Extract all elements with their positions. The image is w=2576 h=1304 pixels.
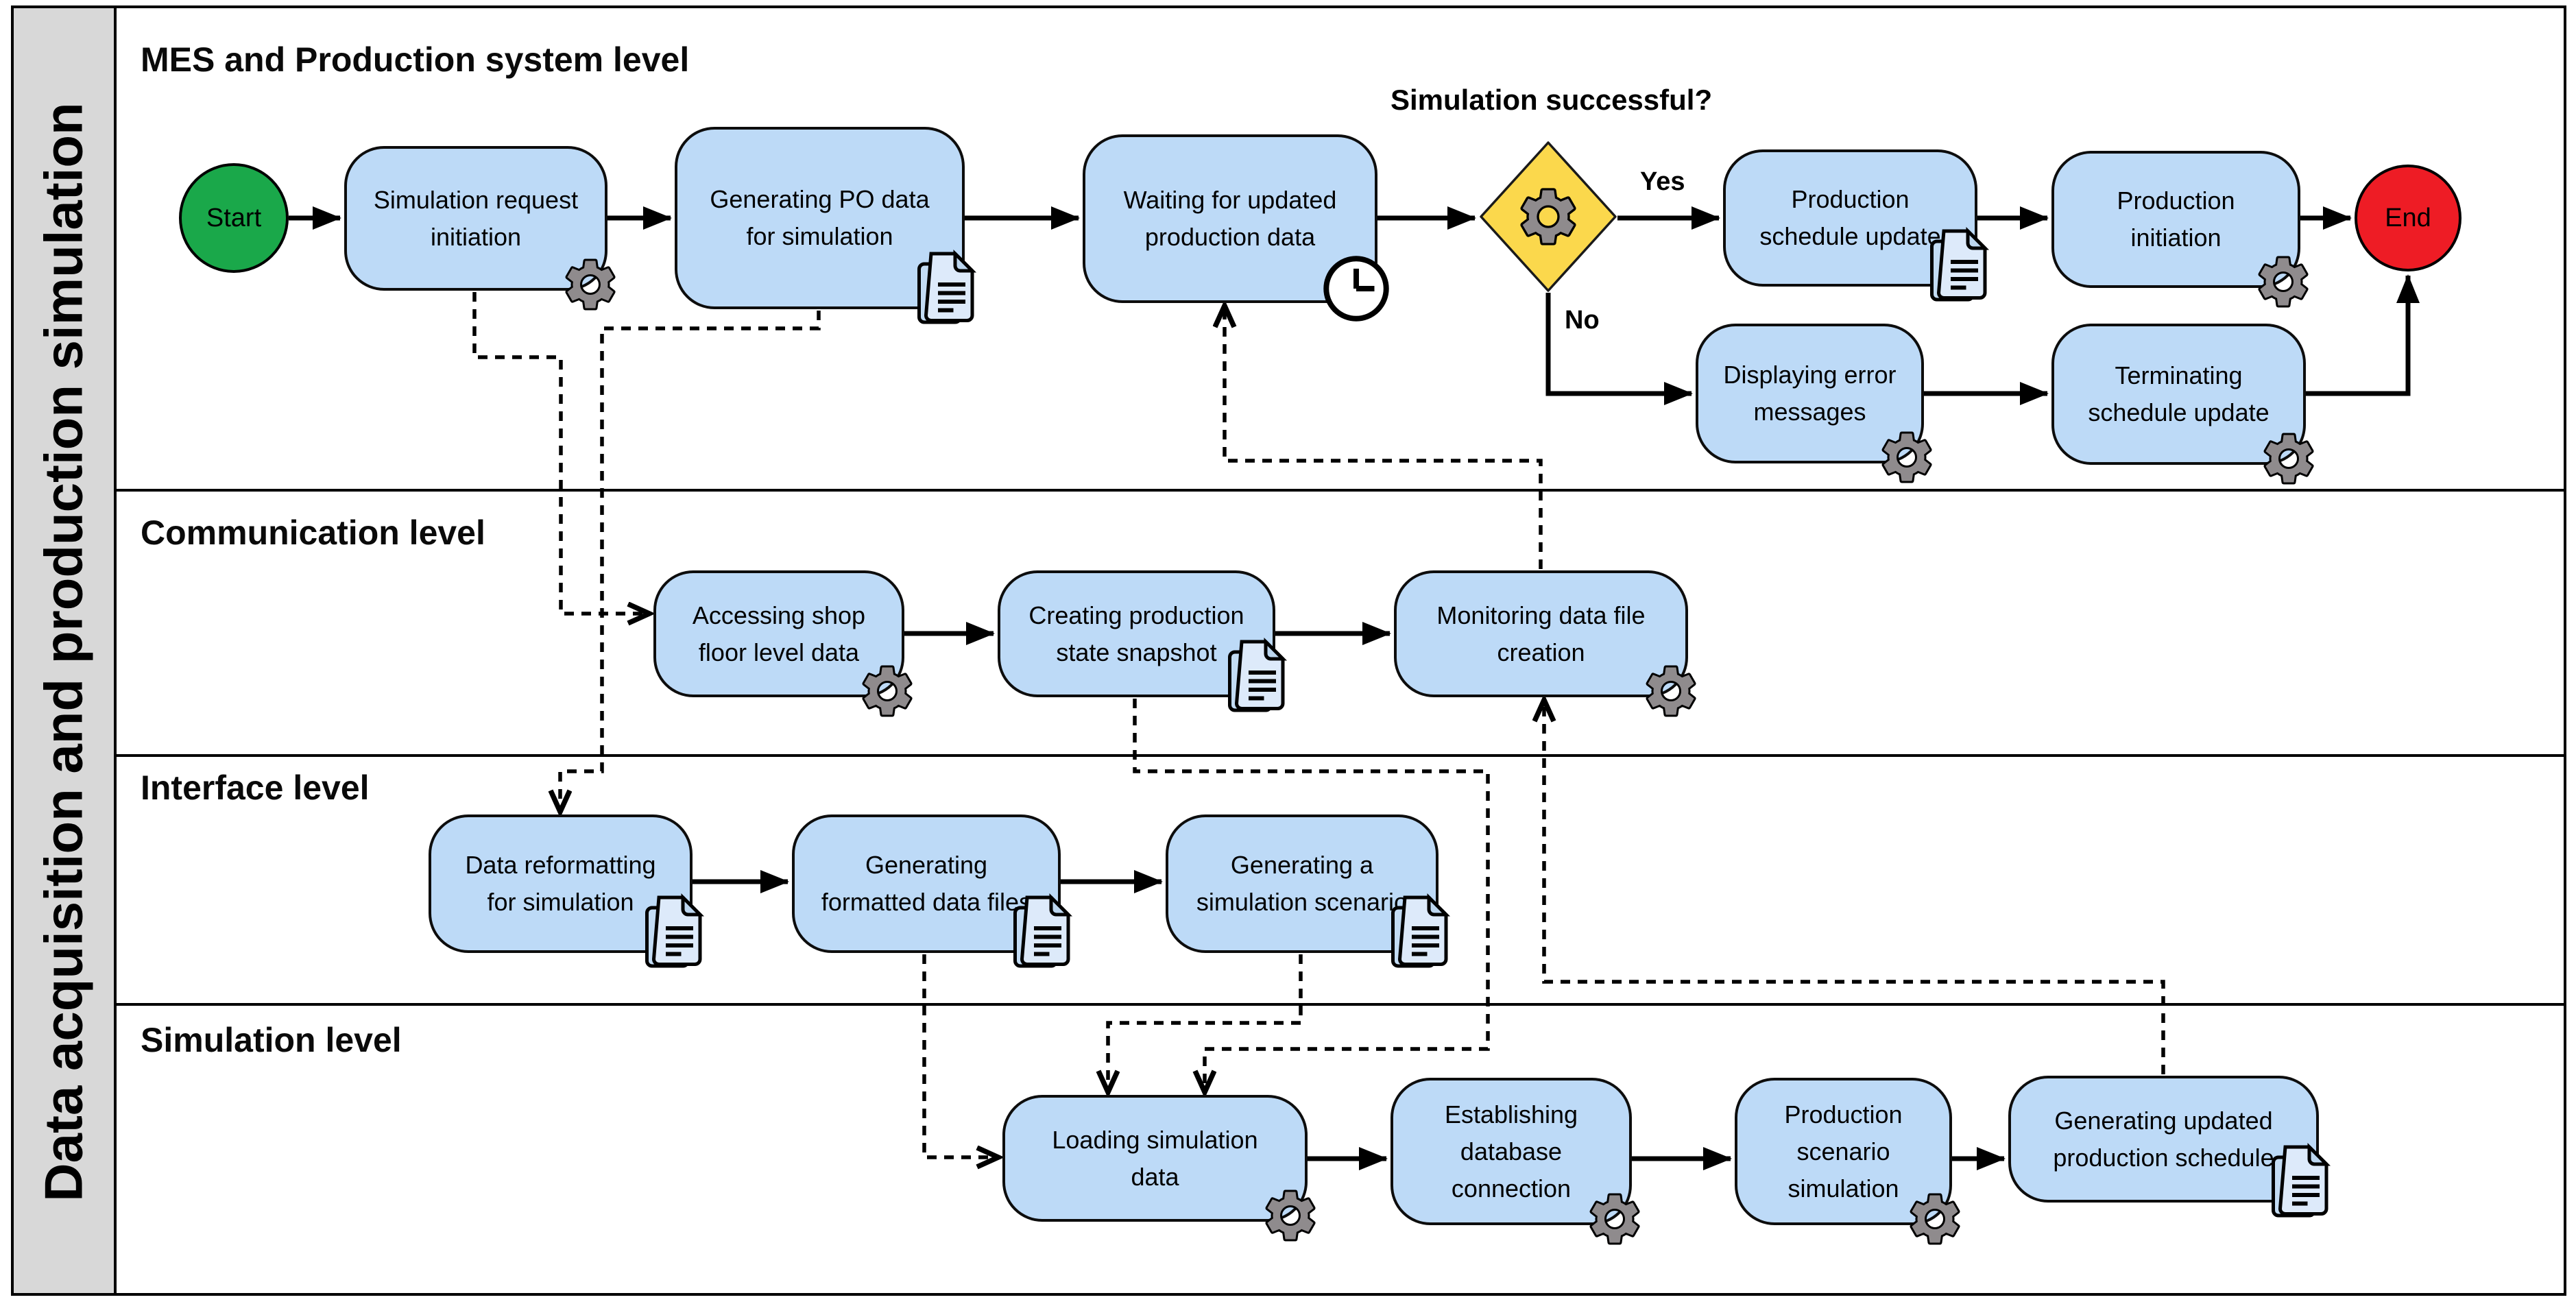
task-generating-formatted-data-files: Generating formatted data files: [792, 814, 1073, 968]
task-displaying-error-messages-label: Displaying error messages: [1723, 361, 1897, 426]
pool-title-strip: [11, 5, 117, 1296]
task-production-schedule-update-label: Production schedule update: [1759, 185, 1941, 250]
task-waiting-updated-production-data-label: Waiting for updated production data: [1123, 186, 1337, 251]
lane-label-mes: MES and Production system level: [141, 40, 690, 79]
task-displaying-error-messages: Displaying error messages: [1696, 324, 1932, 483]
task-terminating-schedule-update-label: Terminating schedule update: [2088, 361, 2270, 426]
task-monitoring-data-file-creation-label: Monitoring data file creation: [1436, 601, 1646, 666]
task-accessing-shop-floor-data: Accessing shop floor level data: [653, 570, 913, 717]
task-generating-updated-production-schedule: Generating updated production schedule: [2008, 1076, 2331, 1218]
task-production-schedule-update: Production schedule update: [1723, 149, 1990, 302]
task-production-scenario-simulation-label: Production scenario simulation: [1784, 1100, 1903, 1203]
task-generating-updated-production-schedule-label: Generating updated production schedule: [2053, 1106, 2274, 1172]
lane-label-interface: Interface level: [141, 769, 370, 807]
task-loading-simulation-data-label: Loading simulation data: [1052, 1125, 1258, 1191]
edge-task-generating-formatted-data-files-to-task-loading-simulation-data: [922, 954, 997, 1157]
lane-label-communication: Communication level: [141, 514, 485, 552]
lane-divider-mes-communication: [117, 489, 2566, 492]
lane-divider-communication-interface: [117, 754, 2566, 757]
lane-divider-interface-simulation: [117, 1003, 2566, 1006]
task-generating-formatted-data-files-label: Generating formatted data files: [821, 851, 1032, 916]
edge-task-generating-simulation-scenario-to-task-loading-simulation-data: [1108, 954, 1303, 1091]
lane-label-simulation: Simulation level: [141, 1021, 402, 1059]
task-establishing-database-connection-label: Establishing database connection: [1444, 1100, 1578, 1203]
task-generating-simulation-scenario: Generating a simulation scenario: [1166, 814, 1451, 968]
edge-task-generating-po-data-to-task-data-reformatting: [560, 311, 821, 810]
start-event-label: Start: [206, 203, 262, 232]
task-data-reformatting: Data reformatting for simulation: [429, 814, 705, 968]
gateway-simulation-successful: [1479, 141, 1617, 293]
edge-gateway-simulation-successful-to-task-displaying-error-messages: [1545, 293, 1693, 405]
edge-task-generating-updated-production-schedule-to-task-monitoring-data-file-creation: [1544, 701, 2165, 1074]
task-monitoring-data-file-creation: Monitoring data file creation: [1394, 570, 1696, 717]
task-accessing-shop-floor-data-label: Accessing shop floor level data: [692, 601, 866, 666]
edge-task-monitoring-data-file-creation-to-task-waiting-updated-production-data: [1225, 307, 1543, 569]
task-creating-production-state-snapshot-label: Creating production state snapshot: [1028, 601, 1244, 666]
end-event: End: [2355, 165, 2461, 271]
end-event-label: End: [2385, 203, 2431, 232]
gateway-no-label: No: [1565, 306, 1600, 335]
task-production-scenario-simulation: Production scenario simulation: [1735, 1078, 1960, 1245]
edge-task-terminating-schedule-update-to-end-event: [2306, 274, 2420, 396]
edge-task-simulation-request-initiation-to-task-accessing-shop-floor-data: [472, 292, 648, 614]
task-simulation-request-initiation: Simulation request initiation: [344, 146, 616, 311]
task-generating-po-data-label: Generating PO data for simulation: [710, 185, 930, 250]
gateway-yes-label: Yes: [1640, 167, 1685, 196]
task-production-initiation-label: Production initiation: [2117, 186, 2235, 252]
task-terminating-schedule-update: Terminating schedule update: [2051, 324, 2314, 485]
task-generating-po-data: Generating PO data for simulation: [675, 127, 977, 324]
task-production-initiation: Production initiation: [2051, 151, 2309, 308]
start-event: Start: [179, 163, 289, 273]
task-loading-simulation-data: Loading simulation data: [1002, 1095, 1316, 1242]
task-establishing-database-connection: Establishing database connection: [1391, 1078, 1640, 1245]
edge-task-creating-production-state-snapshot-to-task-loading-simulation-data: [1133, 699, 1490, 1091]
task-waiting-updated-production-data: Waiting for updated production data: [1083, 134, 1389, 322]
task-simulation-request-initiation-label: Simulation request initiation: [373, 185, 579, 251]
task-generating-simulation-scenario-label: Generating a simulation scenario: [1196, 851, 1408, 916]
task-data-reformatting-label: Data reformatting for simulation: [465, 851, 656, 916]
task-creating-production-state-snapshot: Creating production state snapshot: [998, 570, 1288, 712]
gateway-question-label: Simulation successful?: [1391, 84, 1713, 116]
